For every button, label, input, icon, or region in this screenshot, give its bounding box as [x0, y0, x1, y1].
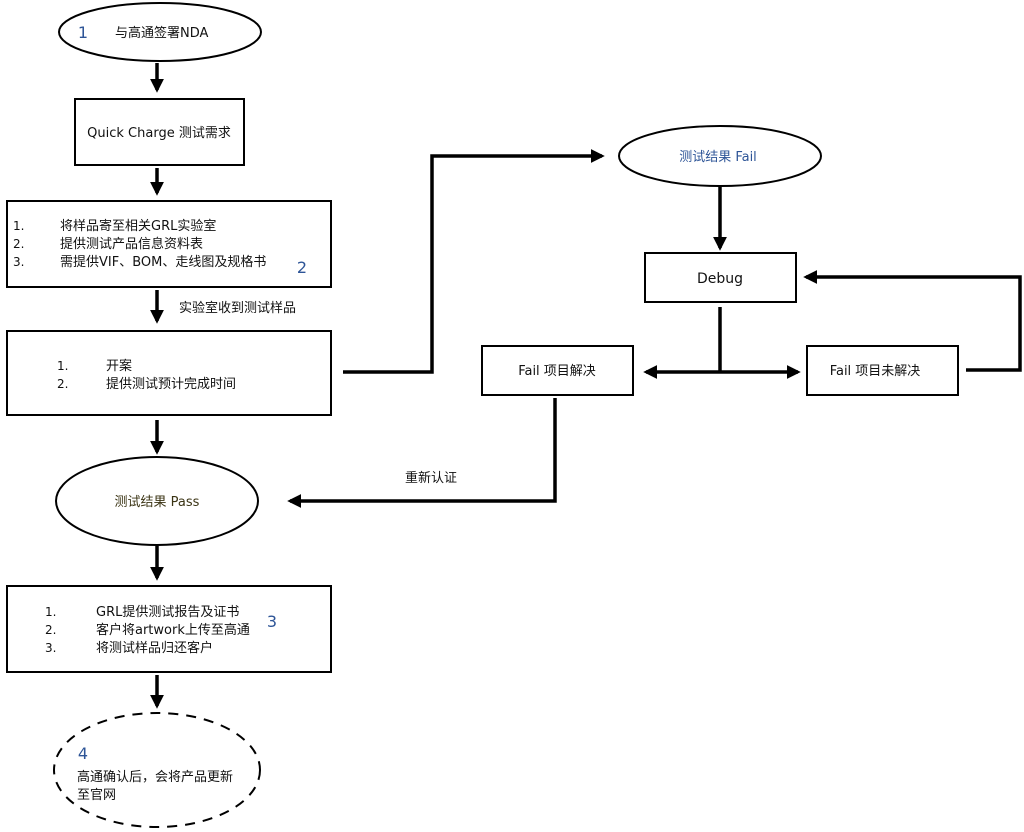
prep-item-1-text: 将样品寄至相关GRL实验室 [60, 218, 216, 234]
final-node: 4 高通确认后，会将产品更新 至官网 [53, 712, 261, 828]
prep-item-1-number: 1. [13, 219, 24, 233]
recertify-label: 重新认证 [405, 470, 457, 486]
qc-request-node: Quick Charge 测试需求 [74, 98, 245, 166]
report-node: 1. GRL提供测试报告及证书 2. 客户将artwork上传至高通 3. 将测… [6, 585, 332, 673]
result-fail-node: 测试结果 Fail [618, 125, 822, 187]
start-node: 1 与高通签署NDA [58, 2, 262, 62]
step-number-3: 3 [267, 612, 277, 631]
start-label: 与高通签署NDA [115, 25, 209, 41]
open-item-2-text: 提供测试预计完成时间 [106, 376, 236, 392]
arrow-resolved-to-pass [287, 398, 557, 508]
report-item-1-text: GRL提供测试报告及证书 [96, 604, 239, 620]
report-item-1-number: 1. [45, 605, 56, 619]
arrow-unresolved-loop-to-debug [803, 270, 1022, 372]
prep-item-3-number: 3. [13, 255, 24, 269]
prep-item-3-text: 需提供VIF、BOM、走线图及规格书 [60, 254, 266, 270]
prep-node: 1. 将样品寄至相关GRL实验室 2. 提供测试产品信息资料表 3. 需提供VI… [6, 200, 332, 288]
step-number-4: 4 [78, 744, 88, 763]
lab-received-label: 实验室收到测试样品 [179, 300, 296, 316]
open-item-1-number: 1. [57, 359, 68, 373]
arrow-open-to-fail [343, 149, 605, 374]
fail-resolved-node: Fail 项目解决 [481, 345, 634, 396]
report-item-2-text: 客户将artwork上传至高通 [96, 622, 250, 638]
final-line-1: 高通确认后，会将产品更新 [77, 769, 233, 785]
qc-request-label: Quick Charge 测试需求 [87, 126, 231, 141]
result-pass-node: 测试结果 Pass [55, 456, 259, 546]
open-item-1-text: 开案 [106, 359, 132, 374]
fail-unresolved-node: Fail 项目未解决 [806, 345, 959, 396]
open-case-node: 1. 开案 2. 提供测试预计完成时间 [6, 330, 332, 416]
fail-resolved-label: Fail 项目解决 [518, 364, 596, 379]
prep-item-2-text: 提供测试产品信息资料表 [60, 236, 203, 252]
open-item-2-number: 2. [57, 377, 68, 391]
report-item-3-number: 3. [45, 641, 56, 655]
result-fail-label: 测试结果 Fail [679, 150, 757, 165]
result-pass-label: 测试结果 Pass [115, 495, 200, 510]
debug-node: Debug [644, 252, 797, 303]
fail-unresolved-label: Fail 项目未解决 [830, 364, 921, 379]
final-line-2: 至官网 [77, 787, 116, 803]
step-number-2: 2 [297, 258, 307, 277]
debug-label: Debug [697, 271, 743, 287]
step-number-1: 1 [78, 23, 88, 42]
prep-item-2-number: 2. [13, 237, 24, 251]
report-item-3-text: 将测试样品归还客户 [96, 640, 213, 656]
report-item-2-number: 2. [45, 623, 56, 637]
